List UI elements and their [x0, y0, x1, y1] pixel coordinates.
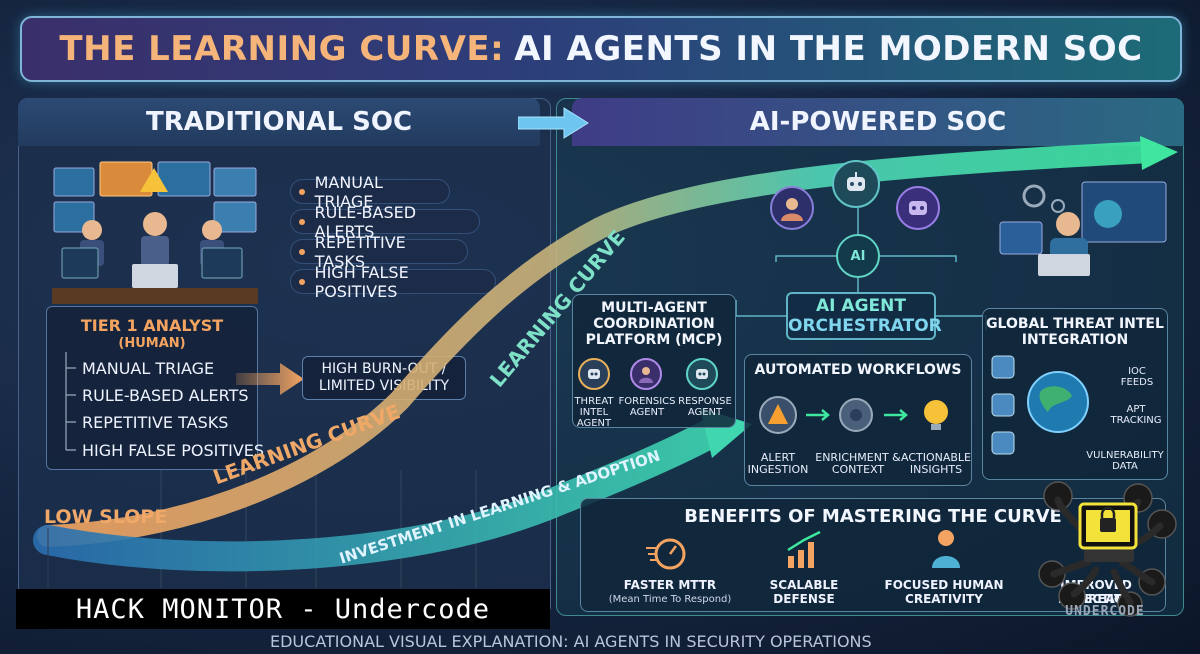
- feed-label-line: DATA: [1112, 461, 1138, 472]
- agent-label-line: THREAT: [574, 396, 614, 407]
- agent-label-line: AGENT: [687, 407, 723, 418]
- assistant-robot-icon: [896, 186, 940, 230]
- benefit-focused-human: FOCUSED HUMAN: [884, 578, 1004, 592]
- orchestrator-line-1: AI AGENT: [816, 296, 906, 316]
- bullet-label: RULE-BASED ALERTS: [314, 202, 417, 241]
- intel-feed-vulnerability: VULNERABILITY DATA: [1082, 450, 1168, 472]
- feed-label-line: TRACKING: [1110, 415, 1162, 426]
- bullet-high-false-positives: HIGH FALSE POSITIVES: [290, 263, 496, 301]
- forensics-agent-icon: [630, 358, 662, 390]
- mcp-title-line-2: COORDINATION: [593, 316, 715, 332]
- feed-label-line: IOC: [1128, 366, 1146, 377]
- growth-chart-icon: [787, 530, 821, 568]
- tier1-tree-lines: [65, 352, 76, 451]
- low-slope-label: LOW SLOPE: [44, 506, 168, 528]
- tier1-item: REPETITIVE TASKS: [82, 413, 229, 432]
- bullet-label: HIGH FALSE POSITIVES: [314, 262, 409, 301]
- feed-label-line: APT: [1126, 404, 1146, 415]
- tier1-item: RULE-BASED ALERTS: [82, 386, 249, 405]
- response-agent-icon: [686, 358, 718, 390]
- bullet-label: REPETITIVE TASKS: [314, 232, 406, 271]
- bullet-manual-triage: MANUAL TRIAGE: [290, 173, 450, 211]
- benefit-faster-mttr-sub: (Mean Time To Respond): [608, 594, 732, 605]
- step-label-line: ENRICHMENT &: [815, 451, 901, 464]
- tier1-item: MANUAL TRIAGE: [82, 359, 215, 378]
- step-label-line: ACTIONABLE: [900, 451, 971, 464]
- tier1-item: HIGH FALSE POSITIVES: [82, 441, 265, 460]
- agent-label-line: RESPONSE: [678, 396, 732, 407]
- feed-label-line: VULNERABILITY: [1086, 450, 1164, 461]
- title-part-1: THE LEARNING CURVE:: [59, 29, 505, 69]
- benefit-faster-mttr: FASTER MTTR: [623, 578, 717, 592]
- step-label-line: INGESTION: [747, 463, 809, 476]
- burnout-arrow-icon: [236, 363, 304, 395]
- mcp-title-line-1: MULTI-AGENT: [601, 300, 707, 316]
- analyst-desk-illustration: [52, 161, 258, 304]
- ai-agent-orchestrator: AI AGENT ORCHESTRATOR: [786, 292, 942, 340]
- hack-monitor-banner: HACK MONITOR - Undercode: [16, 589, 550, 629]
- workflows-title: AUTOMATED WORKFLOWS: [754, 362, 962, 378]
- tier1-subtitle: (HUMAN): [118, 336, 186, 351]
- workflow-step-enrichment: ENRICHMENT & CONTEXT: [814, 452, 902, 476]
- benefit-scalable: SCALABLE: [769, 578, 839, 592]
- footer-caption: EDUCATIONAL VISUAL EXPLANATION: AI AGENT…: [270, 632, 872, 651]
- step-label-line: INSIGHTS: [909, 463, 963, 476]
- agent-label-line: AGENT: [576, 418, 612, 429]
- feed-label-line: FEEDS: [1120, 377, 1154, 388]
- benefit-scalable-line-2: DEFENSE: [773, 592, 835, 606]
- undercode-logo-text: UNDERCODE: [1065, 604, 1145, 619]
- workflow-steps-icons: [759, 396, 948, 434]
- agent-label-line: FORENSICS: [618, 396, 676, 407]
- orchestrator-line-2: ORCHESTRATOR: [788, 316, 942, 336]
- orchestrator-connectors: [735, 208, 987, 330]
- intel-title-line-2: INTEGRATION: [1021, 332, 1129, 348]
- benefits-title: BENEFITS OF MASTERING THE CURVE: [684, 506, 1062, 527]
- tier1-title: TIER 1 ANALYST: [80, 316, 224, 335]
- ai-chip-label: AI: [850, 248, 866, 264]
- bullet-label: MANUAL TRIAGE: [314, 172, 383, 211]
- page-title: THE LEARNING CURVE: AI AGENTS IN THE MOD…: [20, 16, 1182, 82]
- undercode-octopus-logo: [1038, 481, 1177, 617]
- step-label-line: ALERT: [760, 451, 796, 464]
- ai-chip-icon: AI: [836, 234, 880, 278]
- bullet-rule-based-alerts: RULE-BASED ALERTS: [290, 203, 480, 241]
- benefit-focused-human-line-2: CREATIVITY: [905, 592, 983, 606]
- intel-feed-apt: APT TRACKING: [1104, 404, 1168, 426]
- intel-title-line-1: GLOBAL THREAT INTEL: [986, 316, 1164, 332]
- ai-heading: AI-POWERED SOC: [572, 98, 1184, 146]
- bullet-repetitive-tasks: REPETITIVE TASKS: [290, 233, 468, 271]
- step-label-line: CONTEXT: [831, 463, 885, 476]
- stopwatch-icon: [646, 538, 686, 570]
- agent-label-line: INTEL: [579, 407, 609, 418]
- threat-intel-agent-icon: [578, 358, 610, 390]
- human-avatar-icon: [770, 186, 814, 230]
- mcp-title-line-3: PLATFORM (MCP): [585, 332, 723, 348]
- title-part-2: AI AGENTS IN THE MODERN SOC: [514, 29, 1143, 69]
- robot-avatar-icon: [832, 160, 880, 208]
- globe-database-icon: [991, 355, 1089, 455]
- transition-arrow-icon: [518, 107, 589, 139]
- agent-label-line: AGENT: [629, 407, 665, 418]
- traditional-heading: TRADITIONAL SOC: [18, 98, 540, 146]
- workflow-step-insights: ACTIONABLE INSIGHTS: [900, 452, 972, 476]
- response-agent-label: RESPONSE AGENT: [676, 396, 734, 418]
- forensics-agent-label: FORENSICS AGENT: [618, 396, 676, 418]
- threat-intel-agent-label: THREAT INTEL AGENT: [568, 396, 620, 429]
- ai-analyst-illustration: [999, 181, 1167, 276]
- human-idea-icon: [932, 530, 960, 568]
- workflow-step-alert: ALERT INGESTION: [746, 452, 810, 476]
- intel-feed-ioc: IOC FEEDS: [1112, 366, 1162, 388]
- tier1-analyst-box: [46, 306, 258, 470]
